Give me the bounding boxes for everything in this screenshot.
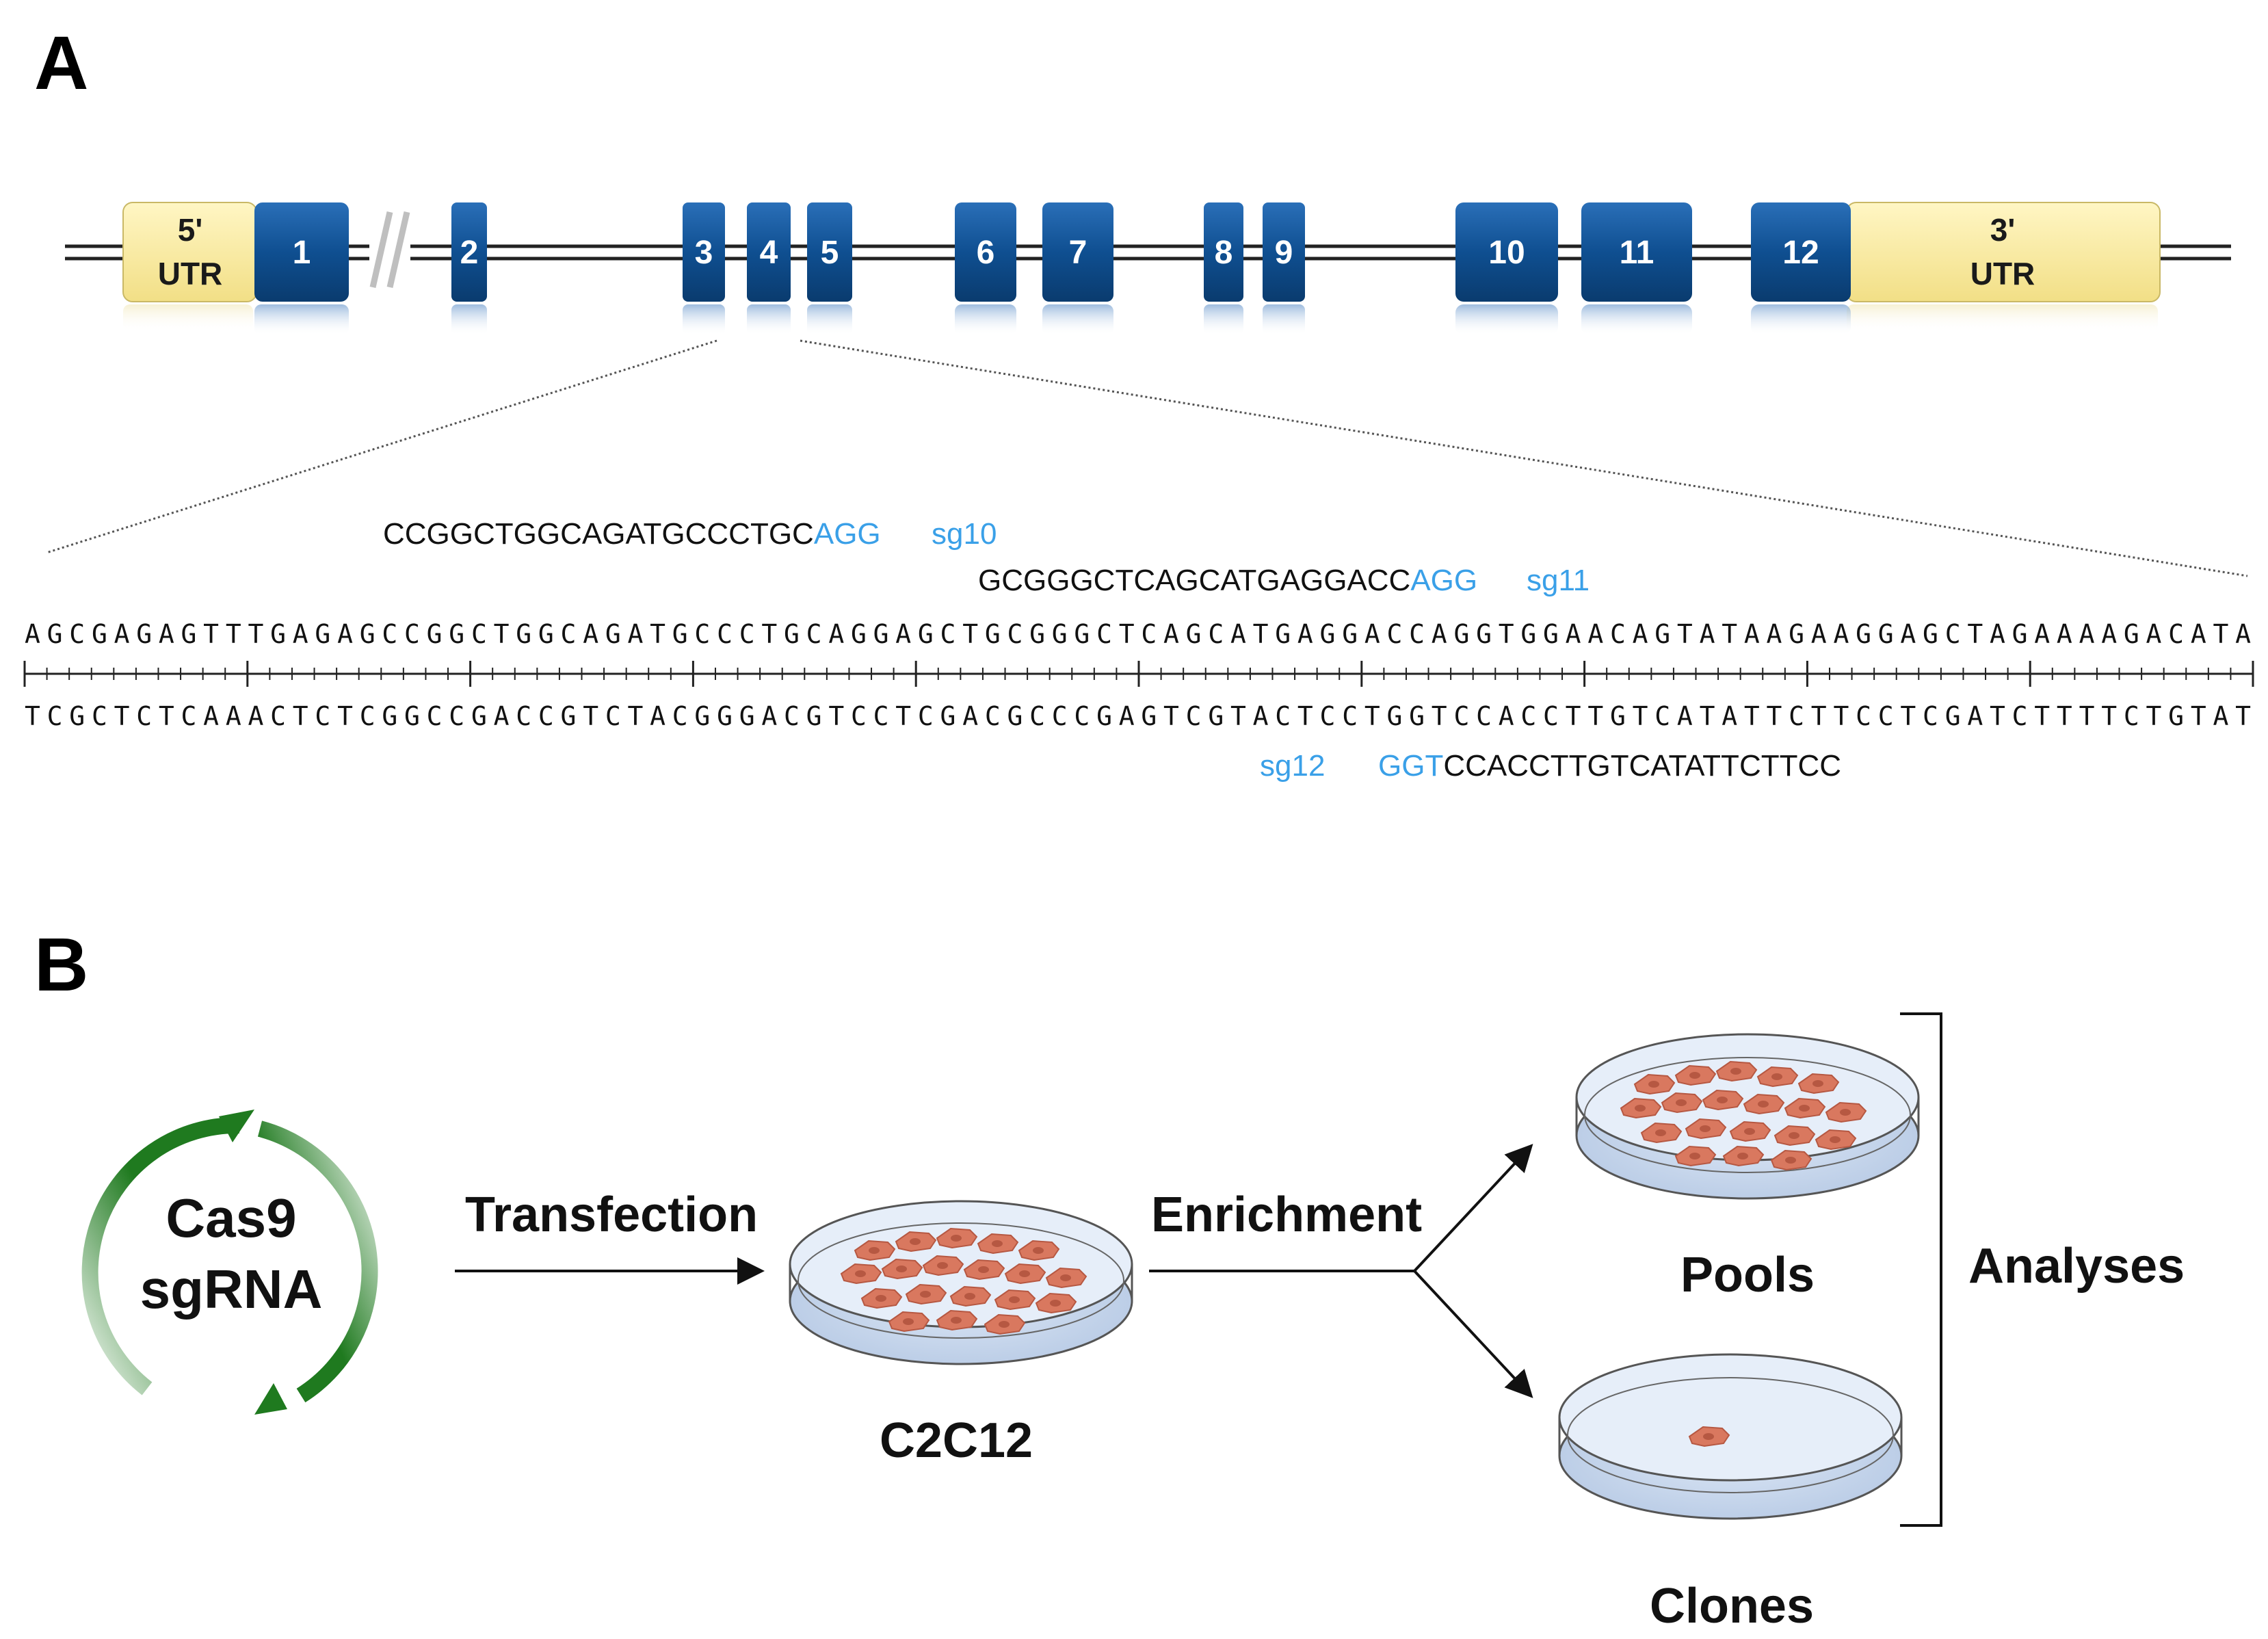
exon-3-label: 3 bbox=[695, 235, 713, 271]
cell-line-label: C2C12 bbox=[880, 1413, 1033, 1468]
exon-12: 12 bbox=[1751, 202, 1851, 335]
plasmid-line2: sgRNA bbox=[140, 1259, 323, 1320]
sg11-pam: AGG bbox=[1410, 564, 1477, 597]
exon-4-label: 4 bbox=[760, 235, 778, 271]
zoom-lines bbox=[46, 339, 2248, 577]
exon-10: 10 bbox=[1455, 202, 1558, 335]
exon-7-label: 7 bbox=[1069, 235, 1087, 271]
utr3-line1: 3' bbox=[1990, 212, 2016, 248]
exon-11-label: 11 bbox=[1620, 235, 1654, 271]
exon-8-label: 8 bbox=[1215, 235, 1233, 271]
transfection-label: Transfection bbox=[465, 1188, 758, 1242]
panel-a-label: A bbox=[34, 21, 88, 105]
exon-1-label: 1 bbox=[293, 235, 311, 271]
bottom-strand: TCGCTCTCAAACTCTCGGCCGACCGTCTACGGGACGTCCT… bbox=[25, 701, 2251, 731]
plasmid-icon: Cas9 sgRNA bbox=[81, 1110, 378, 1415]
sg11-guide: GCGGGCTCAGCATGAGGACCAGG bbox=[978, 564, 1477, 597]
utr5-line2: UTR bbox=[158, 256, 223, 291]
exon-10-label: 10 bbox=[1488, 235, 1525, 271]
exon-2: 2 bbox=[451, 202, 487, 335]
utr5-box: 5' UTR bbox=[122, 202, 257, 332]
sg12-label: sg12 bbox=[1260, 749, 1325, 783]
analyses-bracket bbox=[1900, 1012, 1942, 1527]
branch-to-clones-arrow bbox=[1413, 1270, 1533, 1398]
exon-6-label: 6 bbox=[977, 235, 995, 271]
sg12-seq: CCACCTTGTCATATTCTTCC bbox=[1443, 749, 1841, 783]
exon-1: 1 bbox=[254, 202, 349, 335]
top-strand: AGCGAGAGTTTGAGAGCCGGCTGGCAGATGCCCTGCAGGA… bbox=[25, 619, 2251, 649]
exon-7: 7 bbox=[1042, 202, 1113, 335]
branch-to-pools-arrow bbox=[1413, 1144, 1533, 1272]
plasmid-line1: Cas9 bbox=[166, 1188, 296, 1248]
enrichment-label: Enrichment bbox=[1151, 1188, 1422, 1242]
sg12-pam: GGT bbox=[1378, 749, 1443, 783]
exon-5-label: 5 bbox=[821, 235, 839, 271]
pools-label: Pools bbox=[1680, 1248, 1815, 1302]
clones-label: Clones bbox=[1650, 1579, 1814, 1634]
exon-6: 6 bbox=[955, 202, 1016, 335]
intron-break-mark bbox=[369, 211, 410, 288]
sg10-seq: CCGGCTGGCAGATGCCCTGC bbox=[383, 517, 814, 551]
utr5-line1: 5' bbox=[178, 212, 203, 248]
exon-2-label: 2 bbox=[460, 235, 479, 271]
sg11-seq: GCGGGCTCAGCATGAGGACC bbox=[978, 564, 1410, 597]
exon-4: 4 bbox=[747, 202, 791, 335]
c2c12-dish bbox=[789, 1200, 1133, 1365]
utr3-box: 3' UTR bbox=[1846, 202, 2161, 332]
exon-12-label: 12 bbox=[1782, 235, 1819, 271]
clones-dish bbox=[1558, 1353, 1903, 1520]
utr3-line2: UTR bbox=[1970, 256, 2035, 291]
sequence-ruler bbox=[23, 661, 2254, 687]
exon-11: 11 bbox=[1581, 202, 1692, 335]
panel-b-label: B bbox=[34, 923, 88, 1007]
exon-3: 3 bbox=[683, 202, 725, 335]
exon-9: 9 bbox=[1263, 202, 1305, 335]
sg12-guide: GGTCCACCTTGTCATATTCTTCC bbox=[1378, 749, 1841, 783]
analyses-label: Analyses bbox=[1968, 1239, 2185, 1294]
sg11-label: sg11 bbox=[1527, 564, 1590, 597]
sg10-guide: CCGGCTGGCAGATGCCCTGCAGG bbox=[383, 517, 881, 551]
sg10-label: sg10 bbox=[932, 517, 997, 551]
pools-dish bbox=[1575, 1033, 1920, 1200]
exon-9-label: 9 bbox=[1275, 235, 1293, 271]
exon-8: 8 bbox=[1204, 202, 1243, 335]
exon-5: 5 bbox=[807, 202, 852, 335]
sg10-pam: AGG bbox=[814, 517, 881, 551]
